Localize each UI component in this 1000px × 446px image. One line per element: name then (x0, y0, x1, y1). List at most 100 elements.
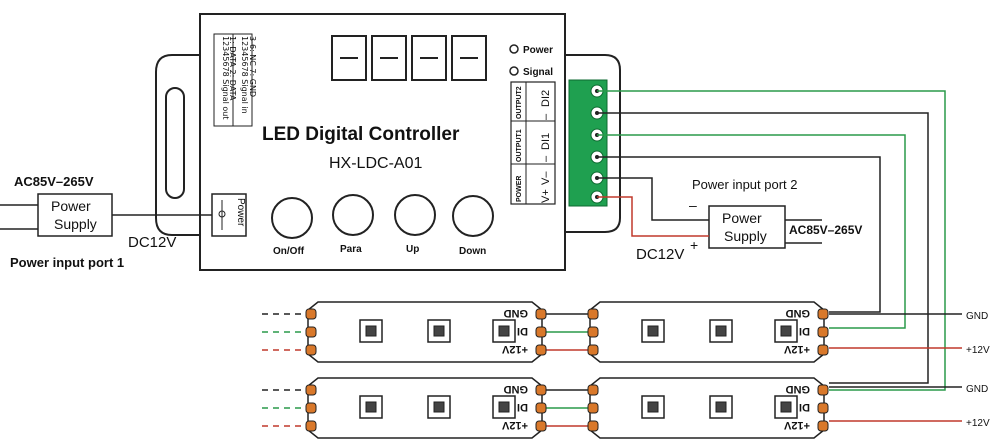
power-jack-label: Power (235, 198, 246, 227)
right-psu-label-1: Power (722, 210, 762, 226)
controller: 12345678 Signal out 12345678 Signal in 1… (155, 13, 621, 271)
strip-body (307, 301, 543, 363)
solder-pad (535, 308, 547, 320)
left-dc-label: DC12V (128, 234, 176, 251)
led-chip-core (647, 401, 659, 413)
led-chip-core (433, 325, 445, 337)
signal-wires (262, 90, 962, 427)
pad-label: DI (799, 401, 810, 413)
solder-pad (305, 308, 317, 320)
left-power-supply: AC85V–265V Power Supply DC12V Power inpu… (0, 174, 212, 270)
solder-pad (535, 384, 547, 396)
pad-label: +12V (501, 343, 528, 355)
controller-model: HX-LDC-A01 (329, 155, 422, 172)
pad-label: +12V (783, 419, 810, 431)
pad-label: +12V (501, 419, 528, 431)
solder-pad (535, 420, 547, 432)
left-power-supply-box (37, 193, 113, 237)
strip-body (589, 377, 825, 439)
left-mount-slot (165, 87, 185, 199)
terminal-label-block (510, 81, 556, 205)
terminal-label-vplus: V+ (540, 189, 552, 203)
power-led-label: Power (523, 45, 553, 56)
wire-gnd-2 (597, 112, 929, 384)
controller-housing (199, 13, 566, 271)
pin-signal-in-label: 12345678 Signal in (240, 36, 249, 114)
right-dc-label: DC12V (636, 246, 684, 263)
solder-pad (305, 326, 317, 338)
signal-led-label: Signal (523, 67, 553, 78)
para-button[interactable] (332, 194, 374, 236)
pad-label: +12V (783, 343, 810, 355)
output2-group-label: OUTPUT2 (516, 86, 523, 119)
right-ac-label: AC85V–265V (789, 223, 862, 237)
right-power-supply-box (708, 205, 786, 249)
led-chip-core (780, 401, 792, 413)
terminal-label-di2: DI2 (540, 90, 552, 107)
left-ac-label: AC85V–265V (14, 174, 94, 189)
solder-pad (535, 326, 547, 338)
solder-pad (817, 420, 829, 432)
solder-pad (587, 420, 599, 432)
led-chip-core (780, 325, 792, 337)
controller-title: LED Digital Controller (262, 124, 460, 145)
terminal-label-minus-1: – (540, 155, 552, 162)
led-chip-core (433, 401, 445, 413)
right-plus-sign: + (690, 237, 698, 253)
pad-label: GND (504, 307, 529, 319)
solder-pad (535, 402, 547, 414)
solder-pad (817, 384, 829, 396)
terminal-label-vminus: V– (540, 171, 552, 185)
para-label: Para (340, 244, 362, 255)
power-led-icon (509, 44, 519, 54)
led-chip-core (715, 401, 727, 413)
terminal-block (568, 79, 608, 207)
solder-pad (305, 384, 317, 396)
right-psu-label-2: Supply (724, 228, 767, 244)
pad-label: DI (517, 401, 528, 413)
right-label-gnd-2: GND (966, 384, 988, 395)
left-psu-label-2: Supply (54, 216, 97, 232)
left-mounting-ear (155, 54, 200, 236)
right-label-12v-2: +12V (966, 418, 990, 429)
signal-led-icon (509, 66, 519, 76)
solder-pad (817, 326, 829, 338)
on-off-label: On/Off (273, 246, 305, 257)
solder-pad (817, 308, 829, 320)
down-button[interactable] (452, 195, 494, 237)
up-label: Up (406, 244, 419, 255)
pad-label: GND (504, 383, 529, 395)
pin-map-line-2: 3-6: NC 7: GND (248, 36, 257, 97)
pin-signal-out-label: 12345678 Signal out (221, 36, 230, 119)
right-label-gnd-1: GND (966, 311, 988, 322)
led-chip-core (365, 401, 377, 413)
pad-label: GND (786, 307, 811, 319)
down-label: Down (459, 246, 486, 257)
wire-di1 (597, 134, 906, 329)
pad-label: GND (786, 383, 811, 395)
solder-pad (305, 344, 317, 356)
led-chip-core (365, 325, 377, 337)
led-strip: GND DI +12V (305, 377, 547, 439)
right-mounting-ear (565, 54, 621, 233)
solder-pad (305, 420, 317, 432)
power-group-label: POWER (516, 176, 523, 202)
pad-label: DI (799, 325, 810, 337)
power-input-port-1-label: Power input port 1 (10, 255, 124, 270)
wire-di2 (597, 90, 946, 391)
terminal-label-minus-2: – (540, 113, 552, 120)
strip-body (589, 301, 825, 363)
solder-pad (587, 326, 599, 338)
led-chip-core (498, 401, 510, 413)
up-button[interactable] (394, 194, 436, 236)
on-off-button[interactable] (271, 197, 313, 239)
strip-body (307, 377, 543, 439)
output1-group-label: OUTPUT1 (516, 129, 523, 162)
power-input-port-2-label: Power input port 2 (692, 177, 798, 192)
terminal-label-di1: DI1 (540, 133, 552, 150)
led-chip-core (498, 325, 510, 337)
solder-pad (587, 344, 599, 356)
